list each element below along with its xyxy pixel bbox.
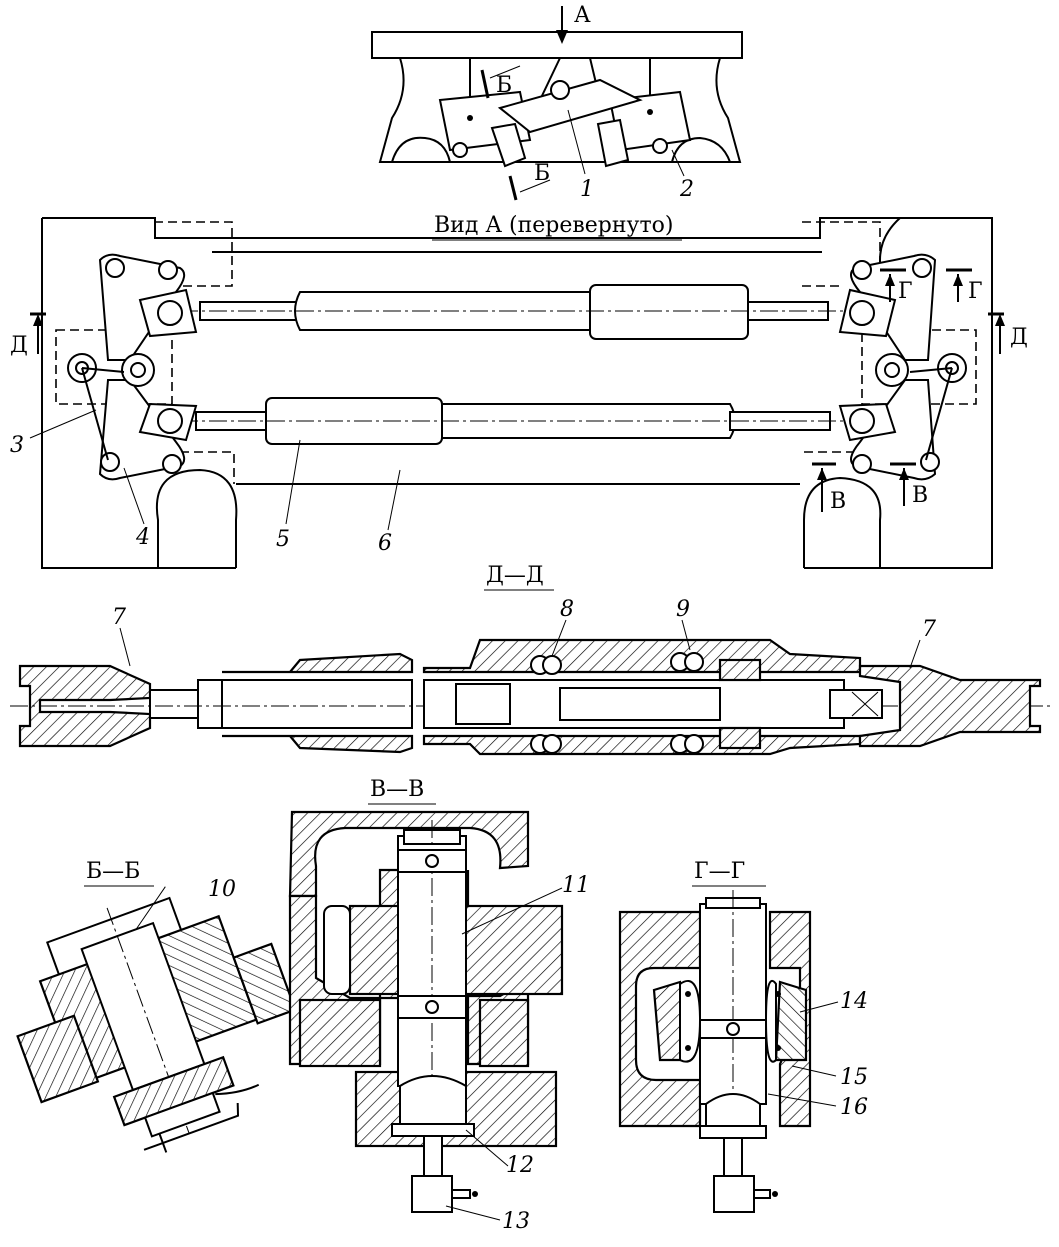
callout-8: 8	[560, 597, 574, 622]
callout-13: 13	[502, 1209, 530, 1234]
arrow-A-label: А	[574, 3, 591, 28]
callout-2: 2	[679, 177, 694, 202]
section-DD-title: Д—Д	[486, 563, 544, 588]
cut-D-left: Д	[10, 333, 28, 358]
callout-10: 10	[208, 877, 236, 902]
callout-5: 5	[276, 527, 290, 552]
section-VV-title: В—В	[370, 777, 424, 802]
section-VV-view	[288, 810, 564, 1221]
callout-15: 15	[840, 1065, 868, 1090]
callout-7-left: 7	[112, 605, 126, 630]
main-view-title: Вид А (перевернуто)	[434, 213, 674, 238]
cut-G-left: Г	[898, 279, 913, 304]
section-BB-view	[16, 886, 297, 1153]
callout-12: 12	[506, 1153, 534, 1178]
callout-9: 9	[676, 597, 690, 622]
cut-V-right: В	[912, 483, 928, 508]
section-BB-title: Б—Б	[86, 859, 140, 884]
main-view-A	[29, 217, 1005, 569]
cut-V-left: В	[830, 489, 846, 514]
section-DD-view	[10, 619, 1050, 756]
cut-B-bottom: Б	[534, 161, 550, 186]
callout-16: 16	[840, 1095, 868, 1120]
callout-1: 1	[580, 177, 594, 202]
cut-G-right: Г	[968, 279, 983, 304]
callout-11: 11	[562, 873, 590, 898]
section-GG-title: Г—Г	[694, 859, 745, 884]
section-GG-view	[618, 890, 839, 1213]
callout-6: 6	[378, 531, 392, 556]
callout-14: 14	[840, 989, 868, 1014]
cut-B-top: Б	[496, 73, 512, 98]
callout-4: 4	[135, 525, 150, 550]
callout-7-right: 7	[922, 617, 936, 642]
callout-3: 3	[10, 433, 24, 458]
top-assembly-view	[371, 6, 743, 201]
cut-D-right: Д	[1010, 325, 1028, 350]
